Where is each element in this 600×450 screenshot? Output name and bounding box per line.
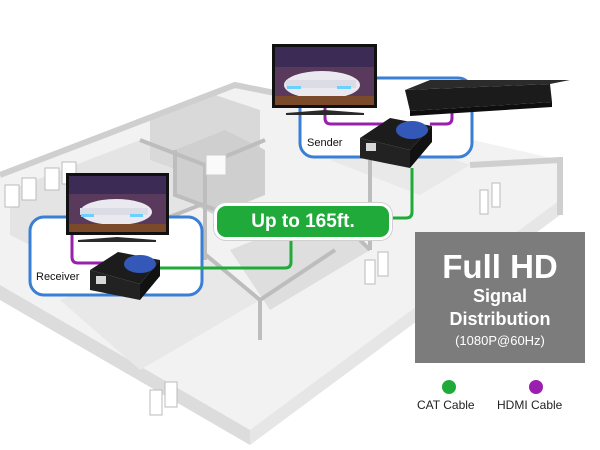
sender-label: Sender (307, 137, 343, 149)
hdmi-cable-dot-icon (529, 380, 543, 394)
distance-badge: Up to 165ft. (214, 203, 392, 240)
receiver-label: Receiver (36, 271, 80, 283)
info-line-distribution: Distribution (449, 309, 551, 329)
legend-hdmi-cable: HDMI Cable (497, 398, 563, 412)
full-hd-info-box: Full HD Signal Distribution (1080P@60Hz) (415, 232, 585, 363)
legend-cat-cable: CAT Cable (417, 398, 475, 412)
info-spec: (1080P@60Hz) (455, 333, 545, 348)
cat-cable-dot-icon (442, 380, 456, 394)
info-line-signal: Signal (472, 286, 527, 306)
info-title: Full HD (442, 248, 558, 285)
